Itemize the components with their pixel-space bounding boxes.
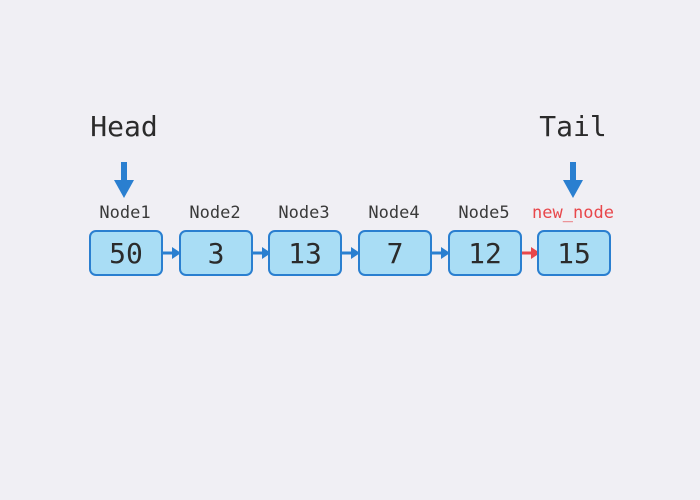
new-link-arrow-icon [522,247,540,259]
link-arrow-icon [432,247,450,259]
head-label: Head [90,110,158,143]
node-label: Node5 [458,203,510,223]
new-node-box: 15 [537,230,611,276]
link-arrow-icon [342,247,360,259]
link-arrow-icon [163,247,181,259]
node-box: 12 [448,230,522,276]
new-node-label: new_node [532,203,614,223]
node-label: Node1 [99,203,151,223]
head-arrow-icon [114,162,134,198]
node-label: Node4 [368,203,420,223]
tail-arrow-icon [563,162,583,198]
node-box: 7 [358,230,432,276]
link-arrow-icon [253,247,271,259]
node-box: 13 [268,230,342,276]
node-label: Node3 [278,203,330,223]
node-box: 3 [179,230,253,276]
node-box: 50 [89,230,163,276]
tail-label: Tail [539,110,607,143]
node-label: Node2 [189,203,241,223]
